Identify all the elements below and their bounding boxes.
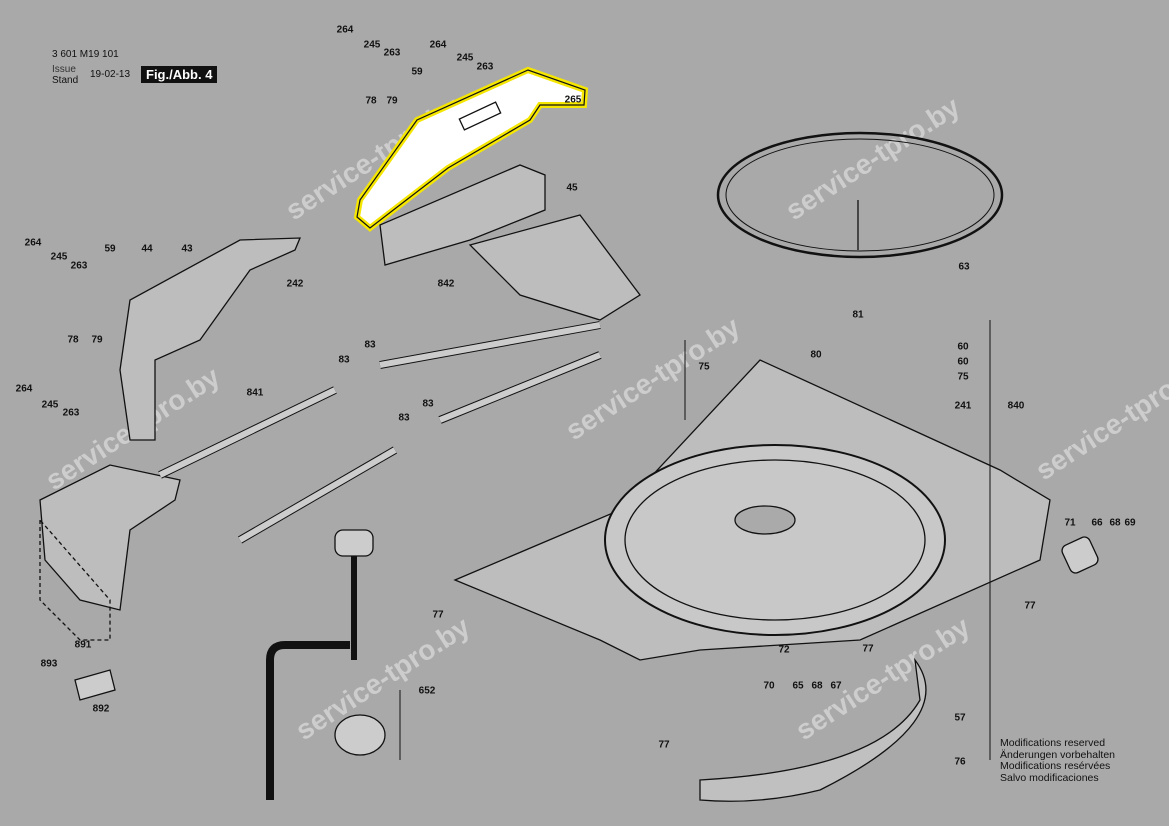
part-number-label: 66	[1091, 517, 1103, 529]
ring-part-63	[716, 131, 1004, 259]
part-number-label: 60	[957, 356, 969, 368]
part-number-label: 77	[658, 739, 670, 751]
issue-label: Issue	[52, 64, 76, 75]
part-number-label: 59	[411, 66, 423, 78]
part-number-label: 892	[92, 703, 110, 715]
part-number-label: 893	[40, 658, 58, 670]
part-number-label: 68	[1109, 517, 1121, 529]
part-number-label: 83	[364, 339, 376, 351]
part-number-label: 67	[830, 680, 842, 692]
issue-date: 19-02-13	[90, 69, 131, 80]
part-number-label: 264	[336, 24, 354, 36]
part-number-label: 80	[810, 349, 822, 361]
note-line: Salvo modificaciones	[1000, 771, 1099, 784]
note-line: Modifications resérvées	[1000, 760, 1111, 772]
part-number-label: 263	[383, 47, 401, 59]
part-number-label: 77	[1024, 600, 1036, 612]
part-number-label: 65	[792, 680, 804, 692]
part-number-label: 891	[74, 639, 92, 651]
part-number-label: 263	[70, 260, 88, 272]
note-line: Änderungen vorbehalten	[1000, 748, 1116, 761]
part-number-label: 79	[386, 95, 398, 107]
figure-label: Fig./Abb. 4	[141, 66, 218, 83]
part-number-label: 57	[954, 712, 966, 724]
part-number-label: 652	[418, 685, 436, 697]
part-number-label: 263	[62, 407, 80, 419]
part-number-label: 63	[958, 261, 970, 273]
part-number-label: 79	[91, 334, 103, 346]
part-number-label: 77	[432, 609, 444, 621]
part-number-label: 71	[1064, 517, 1076, 529]
note-line: Modifications reserved	[1000, 737, 1106, 749]
part-number-label: 242	[286, 278, 304, 290]
part-number-label: 83	[422, 398, 434, 410]
part-number-label: 69	[1124, 517, 1136, 529]
part-number-label: 264	[24, 237, 42, 249]
part-number-label: 72	[778, 644, 790, 656]
part-number-label: 60	[957, 341, 969, 353]
part-number-label: 245	[50, 251, 68, 263]
part-number-label: 78	[67, 334, 79, 346]
doc-number: 3 601 M19 101	[52, 49, 119, 60]
part-number-label: 263	[476, 61, 494, 73]
part-number-label: 81	[852, 309, 864, 321]
part-number-label: 75	[698, 361, 710, 373]
part-number-label: 77	[862, 643, 874, 655]
part-number-label: 75	[957, 371, 969, 383]
part-number-label: 45	[566, 182, 578, 194]
part-number-label: 59	[104, 243, 116, 255]
part-number-label: 44	[141, 243, 153, 255]
part-number-label: 78	[365, 95, 377, 107]
part-number-label: 83	[338, 354, 350, 366]
part-number-label: 83	[398, 412, 410, 424]
part-number-label: 70	[763, 680, 775, 692]
stand-label: Stand	[52, 75, 79, 86]
modifications-note: Modifications reserved Änderungen vorbeh…	[1000, 737, 1116, 784]
part-number-label: 245	[363, 39, 381, 51]
part-number-label: 245	[456, 52, 474, 64]
part-number-label: 43	[181, 243, 193, 255]
part-number-label: 841	[246, 387, 264, 399]
part-number-label: 265	[564, 94, 582, 106]
part-number-label: 76	[954, 756, 966, 768]
part-number-label: 840	[1007, 400, 1025, 412]
part-number-label: 68	[811, 680, 823, 692]
part-number-label: 842	[437, 278, 455, 290]
part-number-label: 241	[954, 400, 972, 412]
part-number-label: 264	[429, 39, 447, 51]
part-number-label: 245	[41, 399, 59, 411]
part-number-label: 264	[15, 383, 33, 395]
